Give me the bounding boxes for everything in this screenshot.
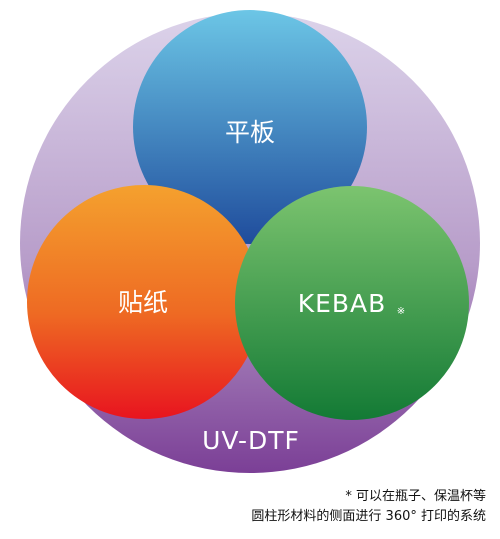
uv-dtf-label: UV-DTF (202, 426, 300, 455)
kebab-footnote-marker: ※ (397, 306, 405, 317)
footnote-line-2: 圆柱形材料的侧面进行 360° 打印的系统 (251, 509, 486, 524)
flatbed-circle (133, 10, 367, 244)
footnote-line-1: * 可以在瓶子、保温杯等 (345, 489, 486, 504)
flatbed-label: 平板 (225, 118, 275, 147)
kebab-label: KEBAB (298, 289, 387, 318)
sticker-circle (27, 185, 261, 419)
venn-diagram: 平板 贴纸 KEBAB ※ UV-DTF (20, 10, 480, 473)
sticker-label: 贴纸 (118, 288, 168, 317)
kebab-circle (235, 186, 469, 420)
